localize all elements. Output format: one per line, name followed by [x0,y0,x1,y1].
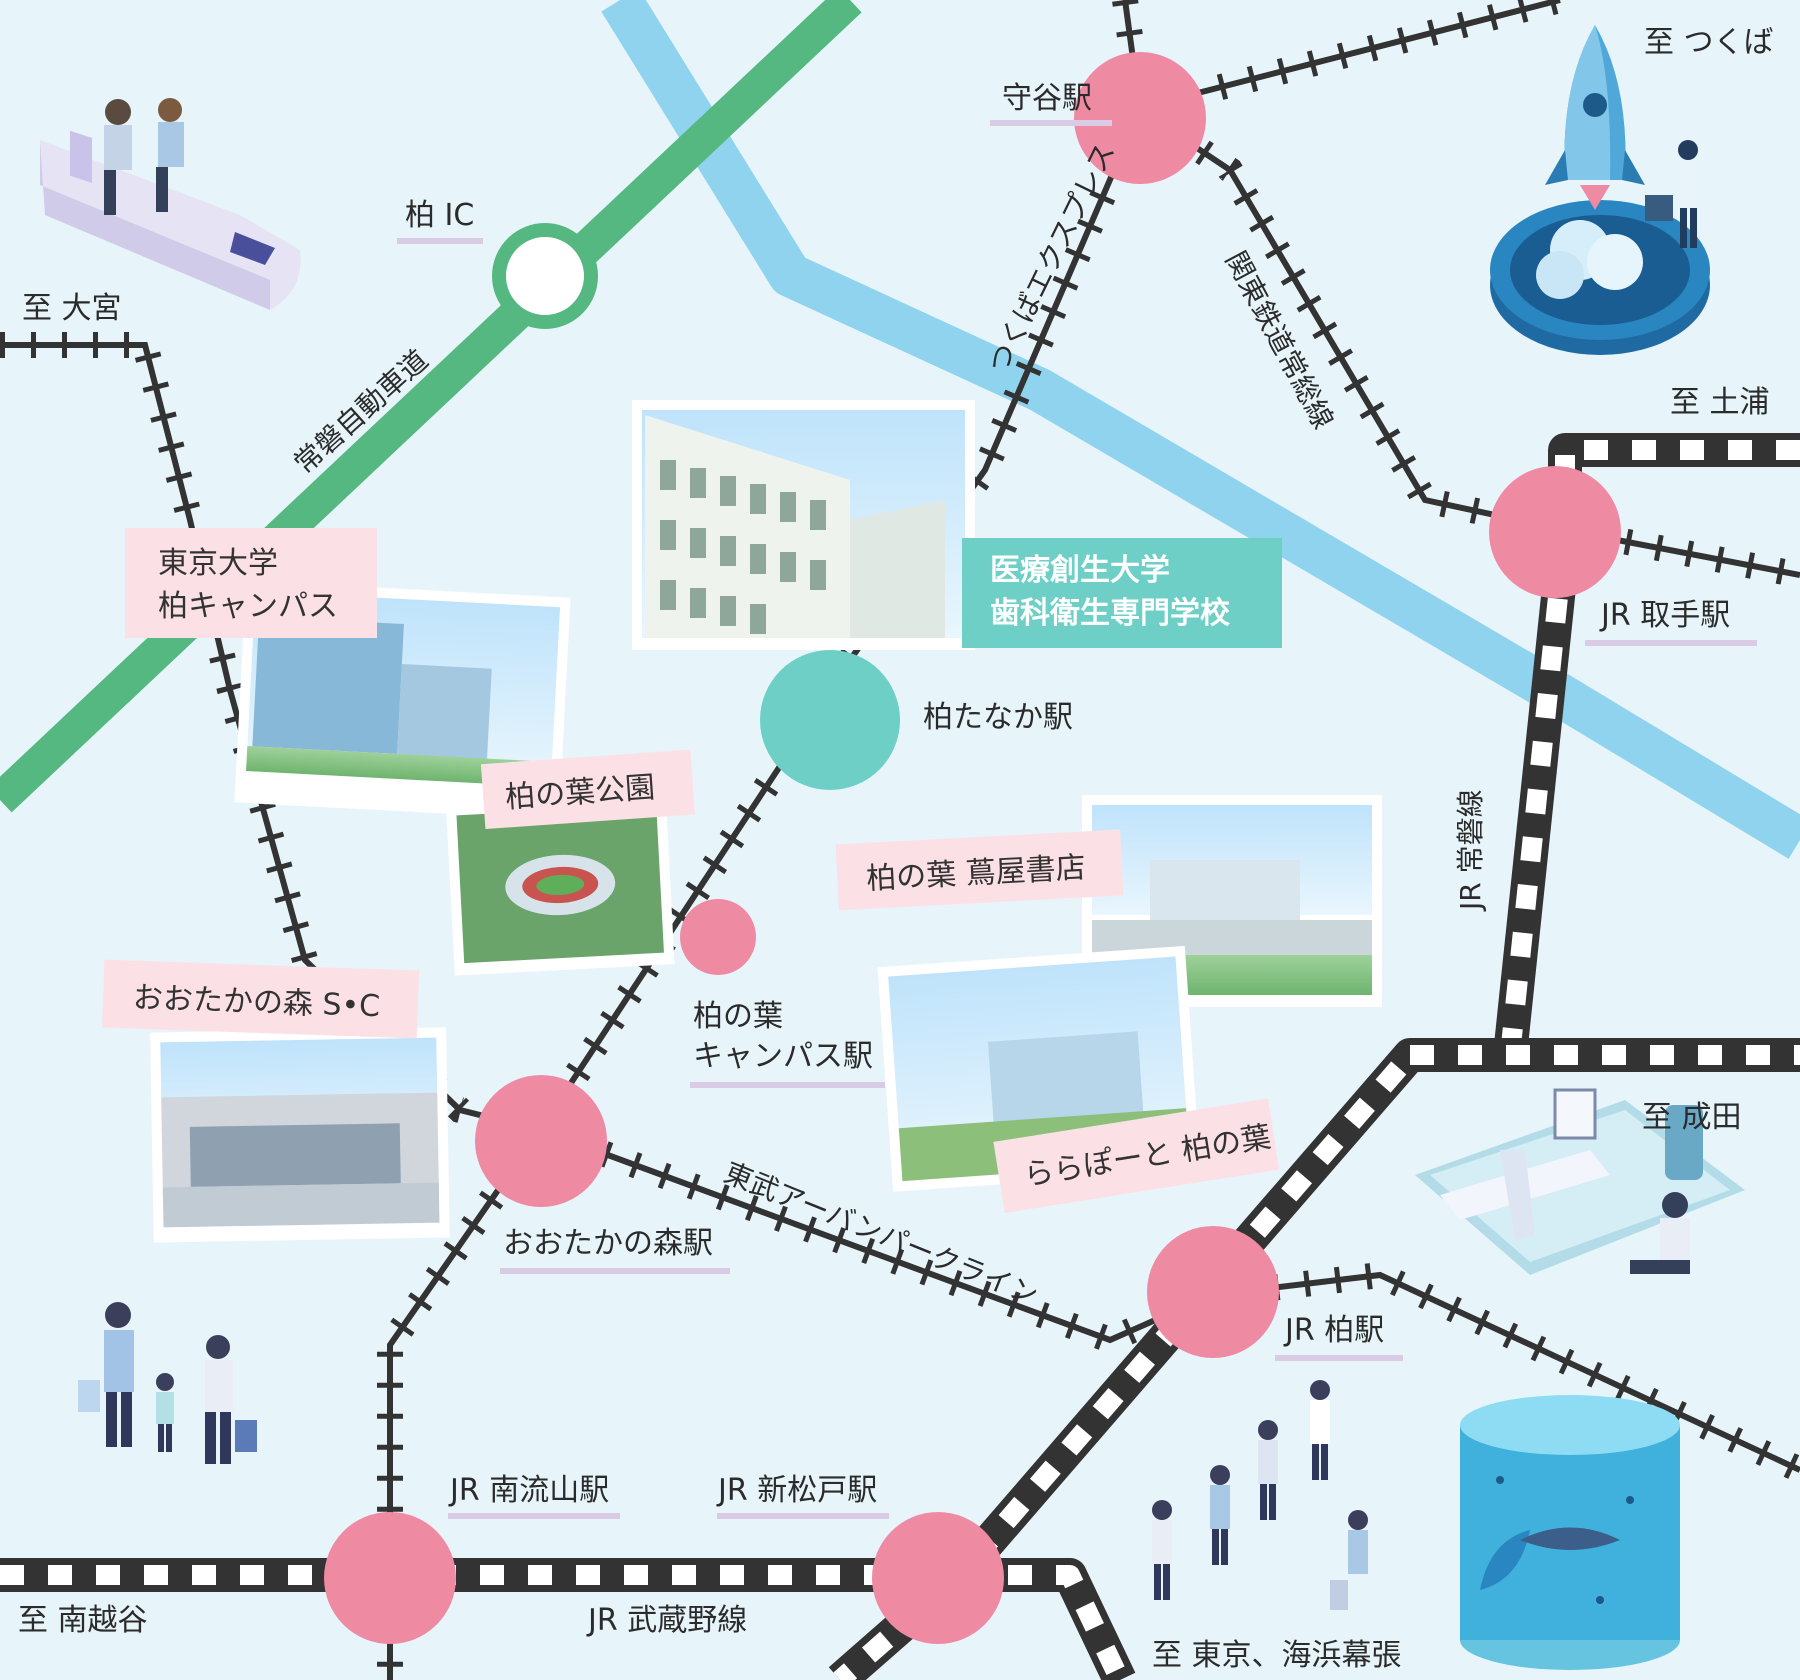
rocket-illustration [1490,25,1710,355]
otaka-sc-name: おおたかの森 S•C [132,981,380,1025]
university-photo-card[interactable] [632,400,975,650]
tobu-urban-park-ties [0,332,1800,1482]
direction-tsuchiura: 至 土浦 [1670,385,1770,420]
otakanomori-station-label[interactable]: おおたかの森駅 [503,1226,713,1261]
toride-station-marker[interactable] [1489,466,1621,598]
todai-name-2: 柏キャンパス [158,589,338,624]
shinmatsudo-station-label[interactable]: JR 新松戸駅 [716,1473,877,1508]
kashiwa-station-label[interactable]: JR 柏駅 [1283,1313,1384,1348]
moriya-underline [990,120,1112,126]
kashiwa-ic-marker[interactable] [492,223,598,329]
kashiwa-station-marker[interactable] [1147,1226,1279,1358]
family-shopping-illustration [78,1302,257,1464]
direction-tsukuba: 至 つくば [1644,25,1774,60]
joban-expressway-road [0,0,862,813]
toride-station-label[interactable]: JR 取手駅 [1599,598,1730,633]
park-photo-card[interactable] [445,794,675,976]
direction-minamikoshigaya: 至 南越谷 [18,1603,148,1638]
kashiwanoha-underline [690,1082,885,1088]
kashiwanoha-station-label-1[interactable]: 柏の葉 [693,999,783,1034]
moriya-station-marker[interactable] [1074,52,1206,184]
tourists-illustration [1152,1380,1368,1610]
minaminagareyama-underline [448,1513,620,1519]
otakanomori-station-marker[interactable] [475,1075,607,1207]
otaka-sc-label-tag[interactable]: おおたかの森 S•C [101,959,420,1039]
shinmatsudo-station-marker[interactable] [872,1512,1004,1644]
musashino-line-label: JR 武蔵野線 [586,1603,747,1638]
direction-omiya: 至 大宮 [22,291,122,326]
airplane-travel-illustration [1415,1088,1745,1275]
joban-line-label: JR 常磐線 [1454,789,1487,912]
tsutaya-photo-card[interactable] [1082,795,1382,1007]
todai-label-tag[interactable]: 東京大学 柏キャンパス [125,528,377,638]
todai-name-1: 東京大学 [158,546,278,581]
toride-underline [1585,640,1757,646]
kashiwanoha-campus-station-marker[interactable] [680,899,756,975]
kashiwa-ic-label[interactable]: 柏 IC [405,198,474,233]
minaminagareyama-station-marker[interactable] [324,1512,456,1644]
aquarium-illustration [1460,1395,1680,1670]
tsutaya-label-tag[interactable]: 柏の葉 蔦屋書店 [835,829,1124,911]
kashiwanoha-station-label-2[interactable]: キャンパス駅 [693,1039,873,1074]
university-name-2: 歯科衛生専門学校 [990,596,1230,631]
todai-photo-card[interactable] [234,580,571,820]
river [601,0,1800,859]
kashiwatanaka-station-label[interactable]: 柏たなか駅 [923,700,1073,735]
kanto-railway-ties [1112,0,1568,543]
shinmatsudo-underline [717,1513,889,1519]
kashiwa-underline [1275,1355,1403,1361]
otakanomori-underline [500,1268,730,1274]
kashiwatanaka-station-marker[interactable] [760,650,900,790]
university-name-1: 医療創生大学 [990,553,1170,588]
university-label-tag[interactable]: 医療創生大学 歯科衛生専門学校 [962,538,1282,648]
direction-narita: 至 成田 [1642,1100,1742,1135]
kanto-railway-branch-ties [1186,0,1564,108]
tsukuba-express-line [387,108,1143,1680]
shinkansen-illustration [40,98,301,310]
moriya-station-label[interactable]: 守谷駅 [1002,81,1092,116]
minaminagareyama-station-label[interactable]: JR 南流山駅 [448,1473,609,1508]
direction-tokyo-makuhari: 至 東京、海浜幕張 [1152,1638,1402,1673]
park-label-tag[interactable]: 柏の葉公園 [480,749,695,830]
ic-underline [397,238,483,244]
otaka-sc-photo-card[interactable] [150,1027,450,1243]
